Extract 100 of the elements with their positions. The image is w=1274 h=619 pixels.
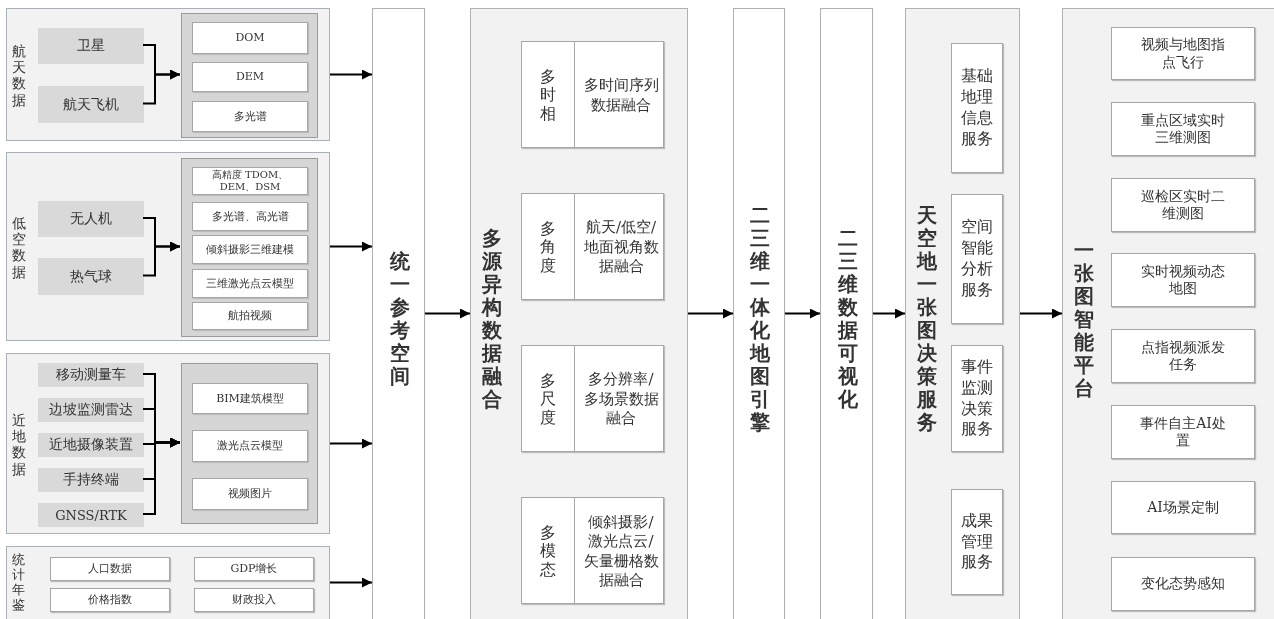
service-box [951,345,1003,452]
source-panel [6,353,330,534]
arrow [329,577,373,588]
box-label: 视频图片 [227,487,273,501]
stage-column [1062,8,1274,619]
box-label: 变化态势感知 [1140,575,1226,593]
source-box [38,398,144,422]
data-box [192,202,308,231]
box-label: 卫星 [77,37,105,55]
data-box [192,478,308,510]
box-label: GNSS/RTK [55,507,127,523]
panel-label: 统计年鉴 [11,553,26,613]
box-label: 事件自主AI处置 [1139,414,1227,450]
stage-column [733,8,785,619]
panel-label: 航天数据 [11,43,27,108]
stage-title: 二三维数据可视化 [836,227,859,411]
panel-label: 低空数据 [11,215,27,280]
function-box [1111,102,1255,156]
fusion-box [521,41,664,148]
function-box [1111,557,1255,611]
data-box [192,22,308,54]
box-label: 无人机 [70,210,112,228]
box-label: 倾斜摄影三维建模 [205,242,295,257]
data-box [192,235,308,264]
function-box [1111,178,1255,232]
arrow [1019,308,1063,319]
panel-label: 近地数据 [11,412,27,477]
source-panel [6,152,330,341]
box-label: 财政投入 [231,593,277,607]
data-box [194,557,314,581]
fusion-box [521,345,664,452]
box-label: 视频与地图指点飞行 [1140,36,1226,71]
fusion-description: 多时间序列数据融合 [582,76,660,115]
source-box [38,468,144,492]
arrow [784,308,821,319]
source-box [38,503,144,527]
product-group-box [181,363,318,524]
box-label: 价格指数 [87,593,133,607]
fusion-label: 多时相 [539,67,557,124]
data-box [192,430,308,462]
data-box [192,62,308,92]
product-group-box [181,13,318,138]
box-label: AI场景定制 [1146,498,1220,517]
fusion-label: 多尺度 [539,371,557,428]
fusion-box [521,193,664,300]
source-box [38,258,144,295]
service-box [951,489,1003,595]
data-box [50,557,170,581]
service-box [951,43,1003,173]
box-label: DOM [234,31,266,45]
stage-column [905,8,1020,619]
fusion-description: 倾斜摄影/激光点云/矢量栅格数据融合 [582,512,660,591]
stage-title: 二三维一体化地图引擎 [749,204,771,434]
data-box [50,588,170,612]
service-label: 成果管理服务 [960,510,994,574]
box-label: 手持终端 [63,471,119,489]
data-box [192,101,308,132]
function-box [1111,405,1255,459]
arrow [329,438,373,449]
stage-column [470,8,688,619]
fusion-label: 多角度 [539,219,557,276]
box-label: 巡检区实时二维测图 [1140,187,1226,223]
box-label: 激光点云模型 [216,439,284,453]
stage-column [820,8,873,619]
arrow [142,437,181,515]
function-box [1111,481,1255,534]
source-box [38,28,144,64]
stage-title: 一张图智能平台 [1073,238,1095,400]
box-label: 边坡监测雷达 [49,401,133,419]
stage-title: 天空地一张图决策服务 [916,204,938,434]
box-label: 三维激光点云模型 [205,276,295,291]
arrow [687,308,734,319]
data-box [192,383,308,414]
source-panel [6,8,330,141]
source-box [38,433,144,457]
data-box [192,167,308,195]
source-box [38,201,144,237]
source-box [38,363,144,387]
box-label: 热气球 [70,267,112,286]
box-label: GDP增长 [229,562,279,576]
box-label: 点指视频派发任务 [1140,338,1226,374]
box-label: 重点区域实时三维测图 [1140,111,1226,147]
box-label: 航拍视频 [227,309,273,323]
product-group-box [181,158,318,337]
box-label: 多光谱 [232,109,268,124]
box-label: 人口数据 [87,562,133,576]
box-label: 实时视频动态地图 [1140,262,1226,298]
stage-column [372,8,425,619]
box-label: 高精度 TDOM、DEM、DSM [210,168,290,194]
data-box [192,269,308,298]
function-box [1111,27,1255,80]
box-label: 多光谱、高光谱 [210,209,290,224]
fusion-description: 航天/低空/地面视角数据融合 [582,218,660,277]
stage-title: 统一参考空间 [388,250,411,388]
arrow [329,241,373,252]
fusion-label: 多模态 [539,523,557,580]
fusion-description: 多分辨率/多场景数据融合 [582,370,660,429]
box-label: 移动测量车 [56,366,126,384]
box-label: 航天飞机 [63,95,119,114]
box-label: 近地摄像装置 [49,436,133,454]
